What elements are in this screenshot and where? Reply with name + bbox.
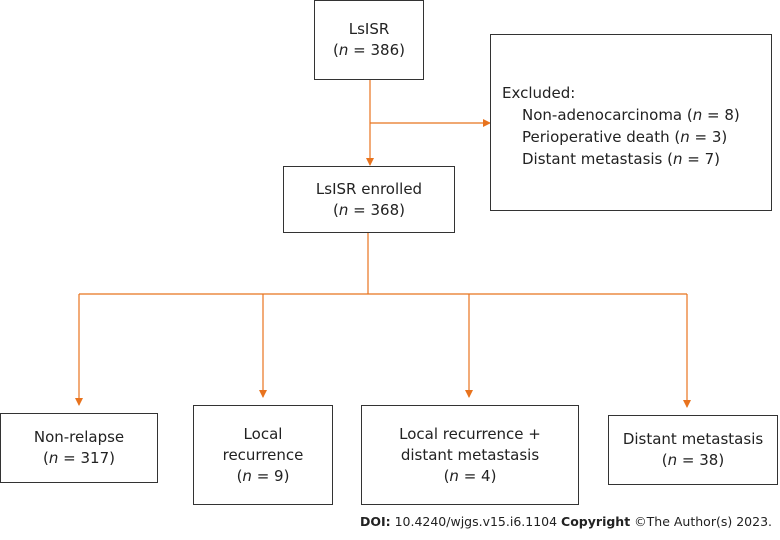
excluded-title: Excluded: [502, 84, 576, 102]
box-distant-metastasis: Distant metastasis (n = 38) [608, 415, 778, 485]
doi-label: DOI: [359, 514, 391, 529]
doi-value: 10.4240/wjgs.v15.i6.1104 [390, 514, 562, 529]
outcome-label: distant metastasis [400, 445, 540, 464]
excluded-item: Distant metastasis (n = 7) [522, 150, 720, 168]
box-local-and-distant: Local recurrence + distant metastasis (n… [361, 405, 579, 505]
citation-footer: DOI: 10.4240/wjgs.v15.i6.1104 Copyright … [360, 514, 772, 529]
box-lsisr-enrolled-label: LsISR enrolled [315, 179, 423, 198]
outcome-label: Local recurrence + [399, 424, 541, 443]
outcome-label: recurrence [222, 445, 304, 464]
box-lsisr-total: LsISR (n = 386) [314, 0, 424, 80]
excluded-item: Non-adenocarcinoma (n = 8) [522, 106, 740, 124]
outcome-label: Local [243, 424, 283, 443]
box-local-recurrence: Local recurrence (n = 9) [193, 405, 333, 505]
box-lsisr-enrolled: LsISR enrolled (n = 368) [283, 166, 455, 233]
box-non-relapse: Non-relapse (n = 317) [0, 413, 158, 483]
outcome-count: (n = 317) [43, 449, 115, 467]
box-lsisr-enrolled-count: (n = 368) [333, 200, 405, 219]
outcome-count: (n = 4) [443, 466, 497, 485]
outcome-count: (n = 9) [236, 466, 290, 485]
box-lsisr-total-label: LsISR [348, 20, 390, 38]
excluded-item: Perioperative death (n = 3) [522, 128, 728, 146]
copyright-text: ©The Author(s) 2023. [630, 514, 772, 529]
box-lsisr-total-count: (n = 386) [333, 41, 405, 59]
box-excluded: Excluded: Non-adenocarcinoma (n = 8) Per… [490, 34, 772, 211]
outcome-label: Distant metastasis [622, 430, 764, 448]
outcome-label: Non-relapse [33, 428, 125, 446]
copyright-label: Copyright [561, 514, 631, 529]
outcome-count: (n = 38) [661, 451, 725, 469]
